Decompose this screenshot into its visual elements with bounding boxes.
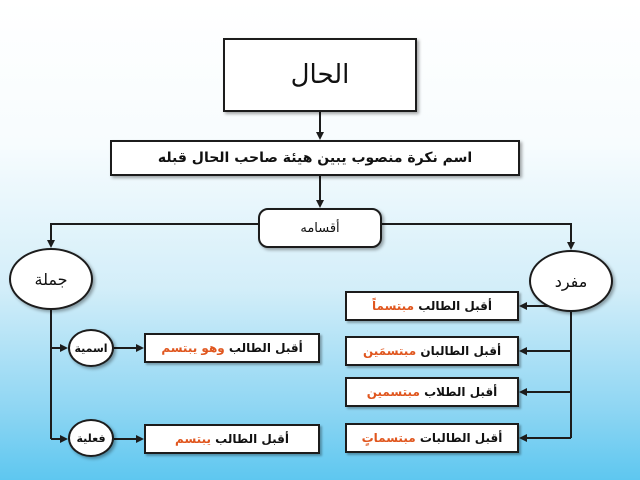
example-highlight: مبتسماً bbox=[372, 299, 415, 313]
jumla-label: جملة bbox=[34, 269, 68, 289]
ismiyya-example: أقبل الطالب وهو يبتسم bbox=[144, 333, 320, 363]
example-prefix: أقبل الطالب bbox=[215, 432, 289, 446]
filiyya-example: أقبل الطالب يبتسم bbox=[144, 424, 320, 454]
ismiyya-node: اسمية bbox=[68, 329, 114, 367]
jumla-node: جملة bbox=[9, 248, 93, 310]
example-highlight: مبتسماتٍ bbox=[361, 431, 416, 445]
example-prefix: أقبل الطالب bbox=[418, 299, 492, 313]
mufrad-example-feminine-plural: أقبل الطالبات مبتسماتٍ bbox=[345, 423, 519, 453]
example-prefix: أقبل الطلاب bbox=[424, 385, 498, 399]
example-prefix: أقبل الطالبان bbox=[420, 344, 502, 358]
title-box: الحال bbox=[223, 38, 417, 112]
definition-box: اسم نكرة منصوب يبين هيئة صاحب الحال قبله bbox=[110, 140, 520, 176]
mufrad-example-dual: أقبل الطالبان مبتسمَين bbox=[345, 336, 519, 366]
example-highlight: وهو يبتسم bbox=[161, 341, 225, 355]
types-label: أقسامه bbox=[300, 220, 340, 236]
example-prefix: أقبل الطالبات bbox=[419, 431, 503, 445]
mufrad-node: مفرد bbox=[529, 250, 613, 312]
example-highlight: مبتسمَين bbox=[362, 344, 417, 358]
filiyya-node: فعلية bbox=[68, 419, 114, 457]
filiyya-label: فعلية bbox=[76, 431, 106, 445]
definition-text: اسم نكرة منصوب يبين هيئة صاحب الحال قبله bbox=[157, 150, 473, 166]
example-highlight: يبتسم bbox=[175, 432, 211, 446]
example-prefix: أقبل الطالب bbox=[228, 341, 303, 355]
mufrad-example-singular: أقبل الطالب مبتسماً bbox=[345, 291, 519, 321]
ismiyya-label: اسمية bbox=[74, 341, 108, 355]
mufrad-label: مفرد bbox=[554, 271, 588, 291]
title-text: الحال bbox=[290, 60, 350, 90]
types-box: أقسامه bbox=[258, 208, 382, 248]
example-highlight: مبتسمين bbox=[366, 385, 420, 399]
mufrad-example-masculine-plural: أقبل الطلاب مبتسمين bbox=[345, 377, 519, 407]
